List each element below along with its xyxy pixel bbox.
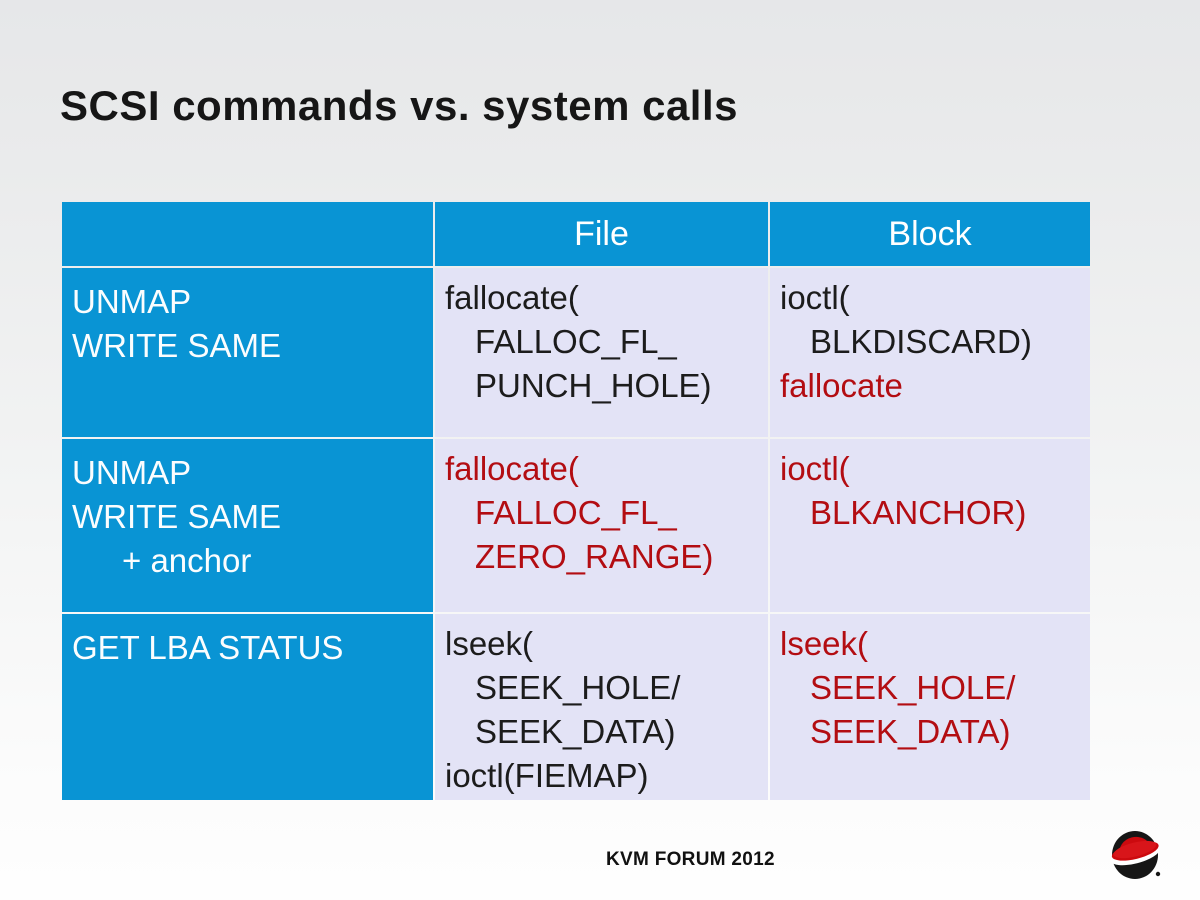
cell-line: BLKDISCARD) xyxy=(810,323,1032,360)
row-label-cell-0: UNMAP WRITE SAME xyxy=(62,268,433,437)
block-cell-2: lseek( SEEK_HOLE/SEEK_DATA) xyxy=(770,614,1090,800)
block-cell-0: ioctl( BLKDISCARD) fallocate xyxy=(770,268,1090,437)
cell-line: fallocate( xyxy=(445,279,579,316)
cell-line: UNMAP xyxy=(72,283,192,320)
column-header-file: File xyxy=(435,202,768,266)
redhat-shadowman-icon xyxy=(1110,831,1161,879)
cell-line: fallocate xyxy=(780,367,903,404)
file-cell-0: fallocate( FALLOC_FL_ PUNCH_HOLE) xyxy=(435,268,768,437)
cell-line: SEEK_DATA) xyxy=(475,713,676,750)
cell-line: lseek( xyxy=(445,625,534,662)
cell-line: BLKANCHOR) xyxy=(810,494,1027,531)
cell-line: SEEK_HOLE/ xyxy=(810,669,1016,706)
cell-line: PUNCH_HOLE) xyxy=(475,367,712,404)
cell-line: ZERO_RANGE) xyxy=(475,538,714,575)
column-header-block: Block xyxy=(770,202,1090,266)
cell-line: WRITE SAME xyxy=(72,498,282,535)
cell-line: GET LBA STATUS xyxy=(72,629,344,666)
cell-line: + anchor xyxy=(122,542,252,579)
cell-line: ioctl( xyxy=(780,450,850,487)
cell-line: FALLOC_FL_ xyxy=(475,323,677,360)
row-label-cell-1: UNMAP WRITE SAME + anchor xyxy=(62,439,433,612)
cell-line: FALLOC_FL_ xyxy=(475,494,677,531)
cell-line: ioctl( xyxy=(780,279,850,316)
row-label-cell-2: GET LBA STATUS xyxy=(62,614,433,800)
footer-text: KVM FORUM 2012 xyxy=(606,849,775,870)
cell-line: fallocate( xyxy=(445,450,579,487)
file-cell-2: lseek( SEEK_HOLE/SEEK_DATA) ioctl(FIEMAP) xyxy=(435,614,768,800)
cell-line: UNMAP xyxy=(72,454,192,491)
file-cell-1: fallocate( FALLOC_FL_ ZERO_RANGE) xyxy=(435,439,768,612)
cell-line: ioctl(FIEMAP) xyxy=(445,757,649,794)
table-corner-cell xyxy=(62,202,433,266)
cell-line: SEEK_DATA) xyxy=(810,713,1011,750)
cell-line: lseek( xyxy=(780,625,869,662)
cell-line: SEEK_HOLE/ xyxy=(475,669,681,706)
redhat-logo xyxy=(1106,823,1166,885)
block-cell-1: ioctl( BLKANCHOR) xyxy=(770,439,1090,612)
cell-line: WRITE SAME xyxy=(72,327,282,364)
page-title: SCSI commands vs. system calls xyxy=(60,82,738,129)
